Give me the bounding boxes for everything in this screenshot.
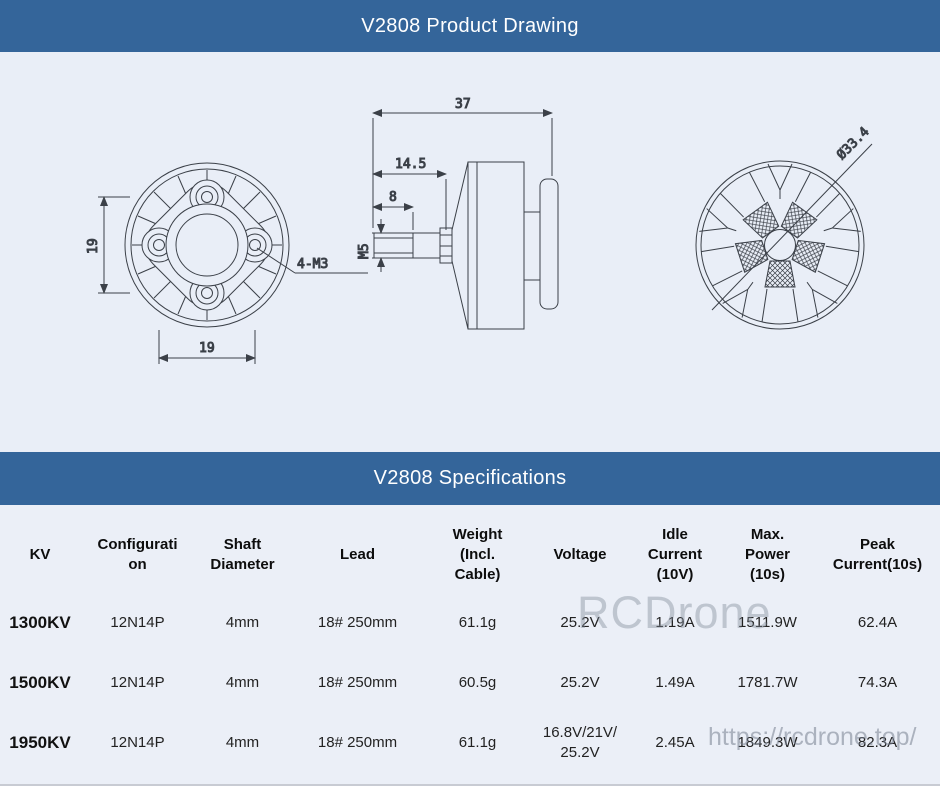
col-header-peak-current: Peak Current(10s) <box>832 535 923 573</box>
col-header-lead: Lead <box>339 545 375 563</box>
product-drawing-section: 19 19 4-M3 <box>0 52 940 452</box>
row-1500kv-configuration: 12N14P <box>110 673 165 691</box>
side-thread-spec: M5 <box>357 243 372 259</box>
rear-secondary-spoke <box>767 163 793 199</box>
col-header-shaft-diameter: Shaft Diameter <box>210 535 275 573</box>
row-1500kv-voltage: 25.2V <box>560 673 600 691</box>
rear-secondary-spoke <box>699 208 737 232</box>
rear-secondary-spoke <box>806 281 838 318</box>
technical-drawing: 19 19 4-M3 <box>86 97 873 364</box>
col-header-weight: Weight (Incl. Cable) <box>452 525 503 584</box>
front-dim-vertical: 19 <box>86 238 101 254</box>
col-header-voltage: Voltage <box>553 545 607 563</box>
row-1500kv-weight: 60.5g <box>458 673 497 691</box>
front-dim-horizontal: 19 <box>199 341 215 356</box>
specifications-section: KV Configurati on Shaft Diameter Lead We… <box>0 505 940 786</box>
col-header-idle-current: Idle Current (10V) <box>647 525 703 584</box>
row-1950kv-idle-current: 2.45A <box>655 733 695 751</box>
col-header-max-power: Max. Power (10s) <box>744 525 790 584</box>
side-dim-shaft: 14.5 <box>395 157 426 172</box>
row-1950kv-weight: 61.1g <box>458 733 497 751</box>
col-header-kv: KV <box>29 545 51 563</box>
row-1950kv-peak-current: 82.3A <box>857 733 898 751</box>
row-1300kv-kv: 1300KV <box>9 612 71 632</box>
row-1950kv-shaft-diameter: 4mm <box>225 733 260 751</box>
row-1500kv-shaft-diameter: 4mm <box>225 673 260 691</box>
specifications-title: V2808 Specifications <box>373 467 567 489</box>
row-1950kv-lead: 18# 250mm <box>317 733 398 751</box>
row-1950kv-max-power: 1849.3W <box>737 733 798 751</box>
front-hole-callout: 4-M3 <box>297 257 328 272</box>
row-1500kv-idle-current: 1.49A <box>655 673 695 691</box>
spec-table: KV Configurati on Shaft Diameter Lead We… <box>0 505 940 773</box>
front-view-drawing: 19 19 4-M3 <box>86 162 368 364</box>
rear-view-drawing: Ø33.4 <box>695 124 873 330</box>
row-1950kv-voltage: 16.8V/21V/ 25.2V <box>542 723 618 761</box>
side-view-drawing: 37 14.5 8 M5 <box>357 97 559 330</box>
rear-spoke <box>701 239 769 287</box>
row-1950kv-configuration: 12N14P <box>110 733 165 751</box>
side-dim-thread: 8 <box>389 190 397 205</box>
rear-spoke <box>719 171 780 239</box>
row-1300kv-peak-current: 62.4A <box>857 613 898 631</box>
product-drawing-banner: V2808 Product Drawing <box>0 0 940 52</box>
row-1500kv-kv: 1500KV <box>9 672 71 692</box>
row-1500kv-max-power: 1781.7W <box>737 673 798 691</box>
specifications-banner: V2808 Specifications <box>0 452 940 505</box>
row-1300kv-idle-current: 1.19A <box>655 613 695 631</box>
side-dim-overall: 37 <box>455 97 471 112</box>
row-1500kv-peak-current: 74.3A <box>857 673 898 691</box>
col-header-configuration: Configurati on <box>97 535 178 573</box>
row-1300kv-lead: 18# 250mm <box>317 613 398 631</box>
rear-secondary-spoke <box>823 208 861 232</box>
rear-spoke <box>761 260 799 323</box>
row-1300kv-voltage: 25.2V <box>560 613 600 631</box>
rear-dim-diameter: Ø33.4 <box>834 124 872 162</box>
row-1300kv-weight: 61.1g <box>458 613 497 631</box>
row-1500kv-lead: 18# 250mm <box>317 673 398 691</box>
row-1950kv-kv: 1950KV <box>9 732 71 752</box>
rear-secondary-spoke <box>722 281 754 318</box>
rear-spoke <box>791 239 859 287</box>
row-1300kv-max-power: 1511.9W <box>738 613 797 631</box>
row-1300kv-shaft-diameter: 4mm <box>225 613 260 631</box>
row-1300kv-configuration: 12N14P <box>110 613 165 631</box>
product-drawing-title: V2808 Product Drawing <box>361 14 579 37</box>
